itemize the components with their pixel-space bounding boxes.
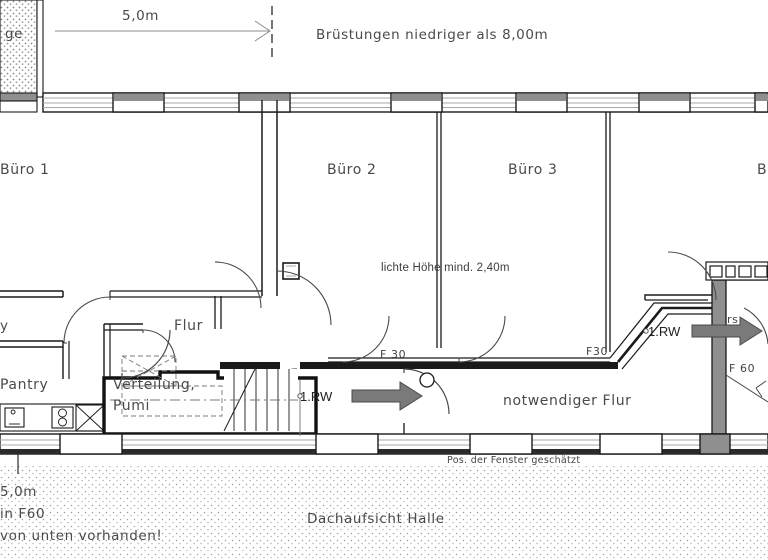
bottom-note-line3: von unten vorhanden! <box>0 528 163 544</box>
room-label-buero-4-cut: B <box>757 162 768 178</box>
door-swing-right-upper <box>667 251 717 301</box>
bottom-note-line1: 5,0m <box>0 484 38 500</box>
door-swing-verteilung <box>121 329 171 379</box>
fire-rating-f60-right: F 60 <box>729 362 756 375</box>
room-label-notwendiger-flur: notwendiger Flur <box>503 393 632 409</box>
escape-route-label-right: 1.RW <box>648 324 681 339</box>
window-position-note: Pos. der Fenster geschätzt <box>447 455 581 466</box>
bottom-exterior-wall <box>0 433 768 455</box>
room-label-buero-2: Büro 2 <box>327 162 377 178</box>
room-label-left-cut: y <box>0 318 9 334</box>
right-railing-detail <box>705 261 768 281</box>
escape-route-dim-tick-center <box>297 380 303 436</box>
door-swing-buero1 <box>63 296 111 344</box>
room-label-verteilung: Verteilung, <box>113 377 196 393</box>
right-small-note: rs <box>727 313 739 326</box>
escape-route-dim-tick-right <box>643 328 649 334</box>
corridor-f30-wall <box>220 362 618 369</box>
room-label-buero-1: Büro 1 <box>0 162 50 178</box>
clear-height-note: lichte Höhe mind. 2,40m <box>381 262 510 274</box>
escape-route-label-center: 1.RW <box>300 389 333 404</box>
bottom-hatched-area <box>0 466 768 560</box>
top-dimension-line <box>55 20 271 42</box>
pantry-fixtures <box>0 403 107 432</box>
top-note-label: Brüstungen niedriger als 8,00m <box>316 27 549 43</box>
right-zone-walls <box>644 294 716 301</box>
central-vestibule <box>214 262 300 329</box>
escape-arrow-center <box>351 381 423 411</box>
interior-partitions <box>261 100 611 352</box>
door-swing-buero2-corridor <box>342 315 390 363</box>
room-label-pumi: Pumi <box>113 398 150 414</box>
room-label-pantry: Pantry <box>0 377 49 393</box>
fire-rating-f30-left: F 30 <box>380 348 407 361</box>
drawing-title-label: Dachaufsicht Halle <box>307 511 445 527</box>
door-swing-vestibule-right <box>276 270 332 326</box>
flur-walls <box>103 323 143 379</box>
top-wall-windows <box>112 92 768 113</box>
top-dimension-label: 5,0m <box>122 8 160 24</box>
fire-rating-f30-right: F30 <box>586 345 609 358</box>
left-zone-walls <box>0 290 262 298</box>
room-label-flur: Flur <box>174 318 203 334</box>
top-left-hatched-area <box>0 0 44 98</box>
left-cut-label: ge <box>5 26 24 42</box>
door-swing-buero3-corridor <box>458 315 506 363</box>
door-swing-right-lower <box>725 307 768 403</box>
bottom-note-line2: in F60 <box>0 506 46 522</box>
door-swing-vestibule-left <box>214 261 262 309</box>
corridor-right-diagonal <box>609 302 714 370</box>
room-label-buero-3: Büro 3 <box>508 162 558 178</box>
escape-arrow-right <box>691 316 763 346</box>
door-swing-corridor-lower <box>403 368 450 434</box>
pantry-walls <box>0 340 70 379</box>
staircase <box>110 368 298 432</box>
